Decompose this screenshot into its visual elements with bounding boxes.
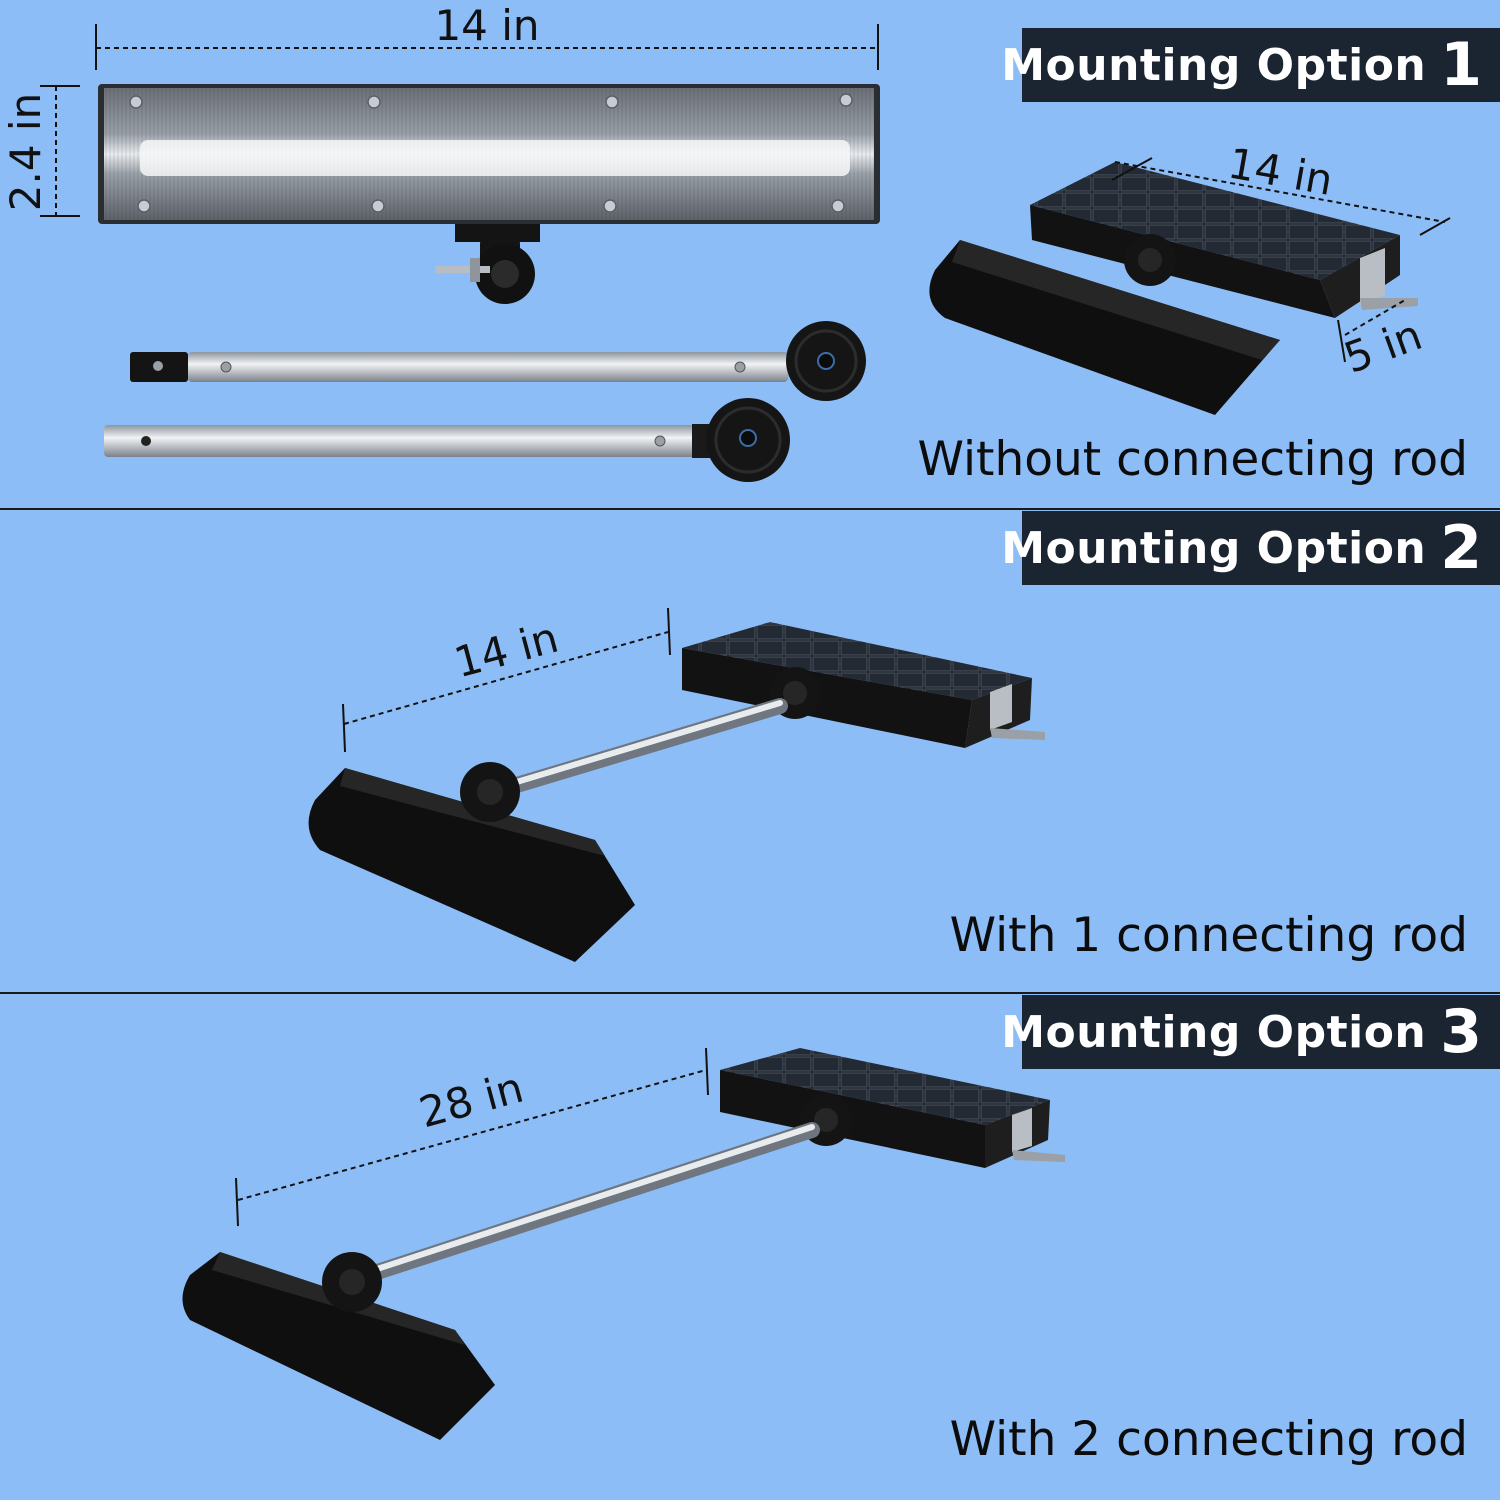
banner-title: Mounting Option <box>1001 522 1427 574</box>
panel-width-label: 14 in <box>434 1 539 50</box>
option-1-caption: Without connecting rod <box>917 432 1468 487</box>
solar-box-option2 <box>682 622 1045 748</box>
box-depth-label: 5 in <box>1338 310 1428 383</box>
rod-option2 <box>492 698 788 798</box>
solar-box-option3 <box>720 1048 1065 1168</box>
banner-number: 3 <box>1440 997 1482 1067</box>
rod3-length-label: 28 in <box>414 1063 528 1138</box>
solar-box-option1 <box>1030 162 1418 318</box>
banner-title: Mounting Option <box>1001 39 1427 91</box>
box-depth-dimension-line <box>1337 299 1406 363</box>
led-panel-front-view <box>98 84 880 224</box>
rod2-length-label: 14 in <box>449 613 563 688</box>
banner-title: Mounting Option <box>1001 1006 1427 1058</box>
lamp-head-option2 <box>308 762 635 962</box>
lamp-head-option1 <box>929 234 1280 415</box>
banner-number: 1 <box>1440 30 1482 100</box>
lamp-head-option3 <box>182 1252 495 1440</box>
option-3-caption: With 2 connecting rod <box>949 1412 1468 1467</box>
mounting-option-1-banner: Mounting Option 1 <box>1001 28 1500 102</box>
mounting-option-2-banner: Mounting Option 2 <box>1001 511 1500 585</box>
connecting-rod-female <box>104 398 790 482</box>
rod3-dimension-line <box>235 1047 709 1227</box>
option-2-caption: With 1 connecting rod <box>949 908 1468 963</box>
mounting-option-3-banner: Mounting Option 3 <box>1001 995 1500 1069</box>
rod-option3 <box>360 1122 820 1283</box>
width-dimension-line <box>95 24 879 70</box>
rod2-dimension-line <box>342 607 671 753</box>
height-dimension-line <box>40 85 80 217</box>
panel-mount-knob <box>435 224 540 304</box>
box-length-dimension-line <box>1111 157 1451 236</box>
banner-number: 2 <box>1440 513 1482 583</box>
connecting-rod-male <box>130 321 866 401</box>
panel-height-label: 2.4 in <box>1 93 50 211</box>
